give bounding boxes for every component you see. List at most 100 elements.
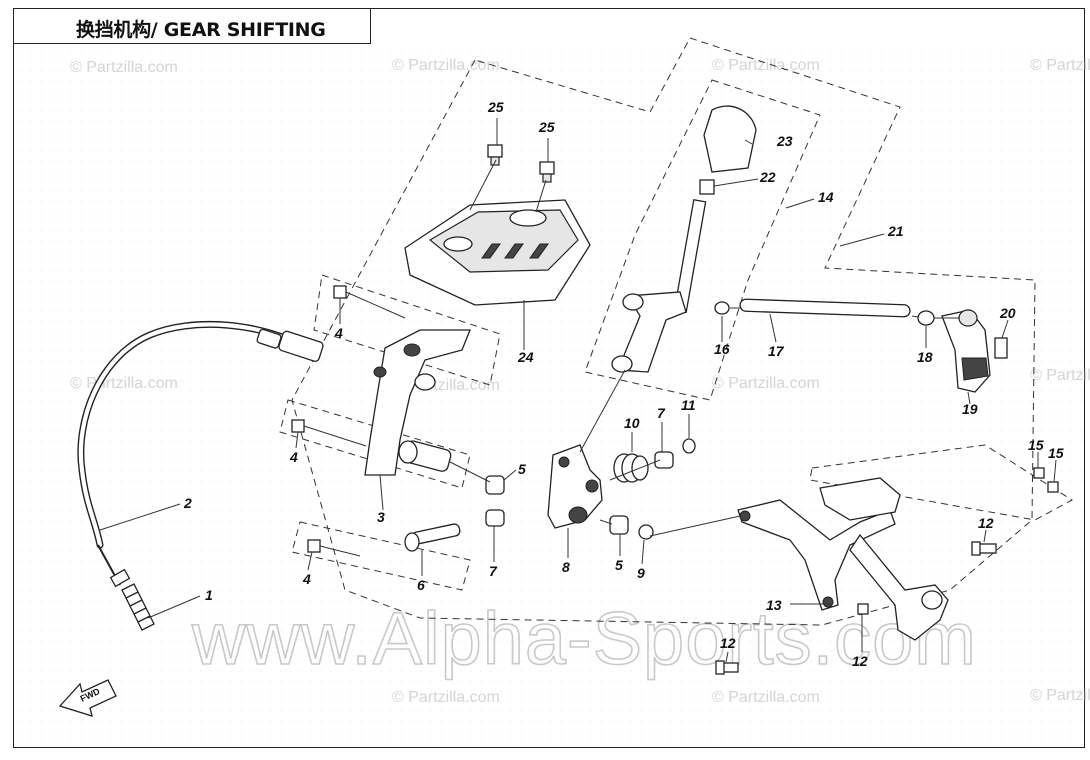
axis-line [609, 459, 661, 481]
callout-19: 19 [962, 401, 978, 417]
axis-line [319, 545, 361, 557]
nut-12c [857, 603, 869, 615]
watermark: © Partzilla.com [712, 57, 820, 74]
callout-12: 12 [720, 635, 736, 651]
pin-head [404, 532, 420, 552]
plate-hole [558, 456, 570, 468]
shift-lever [611, 105, 757, 373]
watermark: © Partzilla.com [712, 689, 820, 706]
bushing-7b [485, 509, 505, 527]
bracket-hole [403, 343, 421, 357]
callout-7: 7 [657, 405, 666, 421]
watermark: © Partzilla.com [392, 689, 500, 706]
diagram-frame [13, 8, 1085, 748]
bushing-5a [485, 475, 505, 495]
bolt-head [971, 541, 981, 556]
title-box: 换挡机构/ GEAR SHIFTING [13, 8, 371, 44]
callout-11: 11 [681, 397, 696, 413]
leader-22 [713, 178, 759, 187]
callout-17: 17 [768, 343, 785, 359]
watermark: © Partzilla.com [1030, 687, 1090, 704]
watermark: © Partzilla.com [392, 57, 500, 74]
callout-14: 14 [818, 189, 834, 205]
shift-knob [703, 105, 757, 173]
plate-hole [585, 479, 599, 493]
lever-end [611, 355, 633, 373]
pin-6 [404, 523, 461, 552]
lever-base [617, 291, 687, 373]
bracket-hole [373, 366, 387, 378]
washer-11 [682, 438, 696, 454]
bracket-13 [737, 477, 949, 641]
nut-18 [917, 310, 935, 326]
callout-5: 5 [518, 461, 526, 477]
cable-ferrule [256, 328, 282, 349]
watermark: © Partzilla.com [1030, 57, 1090, 74]
axis-line [303, 425, 367, 447]
fwd-arrow: FWD [58, 679, 117, 717]
callout-15: 15 [1048, 445, 1064, 461]
axis-line [535, 179, 547, 213]
spring-10 [613, 453, 649, 483]
leader-lines [99, 118, 1057, 663]
callout-2: 2 [183, 495, 192, 511]
bracket-13-upper [819, 477, 901, 521]
callout-4: 4 [289, 449, 298, 465]
nut-15a [1033, 467, 1045, 479]
bolt-head [715, 660, 725, 675]
watermark: © Partzilla.com [1030, 367, 1090, 384]
callout-10: 10 [624, 415, 640, 431]
bolt-4c [307, 539, 321, 553]
bracket-13-body [737, 499, 896, 611]
shifter-bracket [364, 329, 471, 476]
bushing-7a [654, 451, 674, 469]
watermark: © Partzilla.com [712, 375, 820, 392]
leader-2 [99, 503, 181, 531]
callout-25: 25 [538, 119, 555, 135]
knob-nut [699, 179, 715, 195]
callout-4: 4 [334, 325, 343, 341]
callout-13: 13 [766, 597, 782, 613]
watermark: © Partzilla.com [70, 375, 178, 392]
lever-pivot [622, 293, 644, 311]
leader-17 [769, 313, 777, 343]
cover-hole [443, 236, 473, 252]
leader-5a [503, 469, 517, 481]
outline-4b [279, 399, 471, 489]
leader-1 [147, 595, 201, 619]
callout-18: 18 [917, 349, 933, 365]
leader-9 [641, 539, 645, 565]
callout-5: 5 [615, 557, 623, 573]
leader-4b [295, 431, 299, 449]
callout-6: 6 [417, 577, 425, 593]
bracket-hole [822, 596, 834, 608]
outline-14 [584, 79, 821, 401]
callout-3: 3 [377, 509, 385, 525]
axis-line [579, 369, 626, 453]
leader-23 [744, 139, 753, 145]
axis-line [649, 515, 741, 537]
rod-17 [739, 298, 911, 318]
callout-25: 25 [487, 99, 504, 115]
leader-15b [1053, 459, 1057, 483]
leader-12b [725, 651, 729, 663]
cover-hole [509, 209, 547, 227]
callout-9: 9 [637, 565, 645, 581]
leader-12a [983, 529, 987, 543]
bolt-head [539, 161, 555, 175]
shifter-cover [404, 199, 591, 306]
bolt-25b [539, 161, 555, 183]
callout-4: 4 [302, 571, 311, 587]
watermark: © Partzilla.com [70, 59, 178, 76]
leader-14 [785, 198, 815, 209]
callout-22: 22 [759, 169, 776, 185]
plate-8 [547, 444, 603, 529]
bolt-4b [291, 419, 305, 433]
callout-12: 12 [852, 653, 868, 669]
arm-19-pad [961, 357, 989, 381]
leader-21 [839, 233, 885, 247]
bolt-head [487, 144, 503, 158]
nut-16 [714, 301, 730, 315]
